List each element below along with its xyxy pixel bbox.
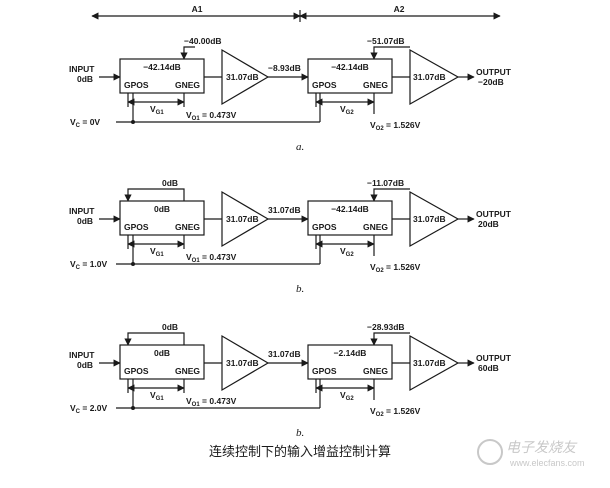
vc-bus-node bbox=[131, 262, 135, 266]
amplifier-1 bbox=[221, 334, 270, 392]
attenuator-1-gneg: GNEG bbox=[175, 222, 200, 232]
attenuator-2-gneg: GNEG bbox=[363, 222, 388, 232]
mid-level-label: −8.93dB bbox=[268, 63, 301, 73]
header-spans: A1 A2 bbox=[91, 4, 501, 22]
attenuator-2-gpos: GPOS bbox=[312, 222, 337, 232]
panel-1: INPUT 0dB −42.14dB GPOS GNEG −40.00dB VG… bbox=[69, 36, 512, 153]
amplifier-2 bbox=[409, 48, 460, 106]
amp-2-top-value: −11.07dB bbox=[367, 178, 404, 188]
attenuator-1-value: −42.14dB bbox=[143, 62, 181, 72]
input-label: INPUT bbox=[69, 206, 95, 216]
attenuator-1-gpos: GPOS bbox=[124, 80, 149, 90]
amplifier-1-gain: 31.07dB bbox=[226, 72, 259, 82]
attenuator-1-gneg: GNEG bbox=[175, 80, 200, 90]
vc-label: VC = 1.0V bbox=[70, 259, 108, 271]
watermark-url: www.elecfans.com bbox=[509, 458, 585, 468]
loop-1-value: 0dB bbox=[162, 178, 178, 188]
amplifier-1 bbox=[221, 48, 270, 106]
attenuator-1-value: 0dB bbox=[154, 204, 170, 214]
panel-caption: b. bbox=[296, 283, 304, 295]
amplifier-2-gain: 31.07dB bbox=[413, 72, 446, 82]
output-label: OUTPUT bbox=[476, 209, 512, 219]
amplifier-2 bbox=[409, 334, 460, 392]
attenuator-2-box bbox=[307, 200, 393, 236]
amplifier-1-gain: 31.07dB bbox=[226, 358, 259, 368]
input-label: INPUT bbox=[69, 64, 95, 74]
attenuator-1-gpos: GPOS bbox=[124, 222, 149, 232]
loop-1-value: 0dB bbox=[162, 322, 178, 332]
output-level: −20dB bbox=[478, 77, 504, 87]
attenuator-2-box bbox=[307, 58, 393, 94]
output-label: OUTPUT bbox=[476, 353, 512, 363]
attenuator-1-box bbox=[119, 344, 205, 380]
amp-2-top-value: −51.07dB bbox=[367, 36, 405, 46]
attenuator-2-value: −42.14dB bbox=[331, 204, 369, 214]
input-level: 0dB bbox=[77, 216, 93, 226]
input-level: 0dB bbox=[77, 360, 93, 370]
vc-bus-node bbox=[131, 406, 135, 410]
attenuator-2-gpos: GPOS bbox=[312, 80, 337, 90]
attenuator-2-gneg: GNEG bbox=[363, 80, 388, 90]
attenuator-1-gpos: GPOS bbox=[124, 366, 149, 376]
vg1-label: VG1 bbox=[150, 104, 164, 116]
amp-1-tap: −40.00dB bbox=[180, 36, 222, 60]
figure-title: 连续控制下的输入增益控制计算 bbox=[209, 444, 391, 460]
output-level: 60dB bbox=[478, 363, 499, 373]
a1-label: A1 bbox=[192, 4, 203, 14]
vo2-label: VO2 = 1.526V bbox=[370, 120, 421, 132]
a2-label: A2 bbox=[394, 4, 405, 14]
panel-caption: b. bbox=[296, 427, 304, 439]
watermark-logo-icon bbox=[477, 439, 503, 465]
amplifier-2-gain: 31.07dB bbox=[413, 358, 446, 368]
output-level: 20dB bbox=[478, 219, 499, 229]
amp-1-top-value: −40.00dB bbox=[184, 36, 222, 46]
attenuator-2-value: −42.14dB bbox=[331, 62, 369, 72]
vg1-label: VG1 bbox=[150, 390, 164, 402]
amplifier-1 bbox=[221, 190, 270, 248]
amp-2-tap bbox=[370, 332, 410, 346]
feedback-loop-1: 0dB bbox=[124, 322, 185, 346]
amp-2-tap bbox=[370, 46, 410, 60]
vo2-label: VO2 = 1.526V bbox=[370, 262, 421, 274]
attenuator-1-gneg: GNEG bbox=[175, 366, 200, 376]
input-label: INPUT bbox=[69, 350, 95, 360]
vo1-label: VO1 = 0.473V bbox=[186, 396, 237, 408]
vo1-label: VO1 = 0.473V bbox=[186, 252, 237, 264]
attenuator-2-value: −2.14dB bbox=[334, 348, 367, 358]
panel-2: INPUT 0dB 0dB GPOS GNEG 0dB VG1 31.07dB … bbox=[69, 178, 512, 295]
vg1-label: VG1 bbox=[150, 246, 164, 258]
amp-2-top-value: −28.93dB bbox=[367, 322, 405, 332]
vg2-label: VG2 bbox=[340, 390, 354, 402]
amplifier-1-gain: 31.07dB bbox=[226, 214, 259, 224]
vo2-label: VO2 = 1.526V bbox=[370, 406, 421, 418]
amplifier-2-gain: 31.07dB bbox=[413, 214, 446, 224]
panel-caption: a. bbox=[296, 141, 304, 153]
watermark-text: 电子发烧友 bbox=[506, 440, 578, 456]
attenuator-1-box bbox=[119, 200, 205, 236]
vc-bus-node bbox=[131, 120, 135, 124]
mid-level-label: 31.07dB bbox=[268, 205, 301, 215]
attenuator-1-value: 0dB bbox=[154, 348, 170, 358]
output-label: OUTPUT bbox=[476, 67, 512, 77]
attenuator-2-gpos: GPOS bbox=[312, 366, 337, 376]
watermark: 电子发烧友 www.elecfans.com bbox=[477, 439, 585, 468]
attenuator-2-box bbox=[307, 344, 393, 380]
panel-3: INPUT 0dB 0dB GPOS GNEG 0dB VG1 31.07dB … bbox=[69, 322, 512, 439]
vc-label: VC = 2.0V bbox=[70, 403, 108, 415]
vo1-label: VO1 = 0.473V bbox=[186, 110, 237, 122]
vc-label: VC = 0V bbox=[70, 117, 100, 129]
amplifier-2 bbox=[409, 190, 460, 248]
input-level: 0dB bbox=[77, 74, 93, 84]
amp-2-tap bbox=[370, 188, 410, 202]
attenuator-2-gneg: GNEG bbox=[363, 366, 388, 376]
panels: INPUT 0dB −42.14dB GPOS GNEG −40.00dB VG… bbox=[69, 36, 512, 439]
feedback-loop-1: 0dB bbox=[124, 178, 185, 202]
attenuator-1-box bbox=[119, 58, 205, 94]
vg2-label: VG2 bbox=[340, 246, 354, 258]
mid-level-label: 31.07dB bbox=[268, 349, 301, 359]
vg2-label: VG2 bbox=[340, 104, 354, 116]
